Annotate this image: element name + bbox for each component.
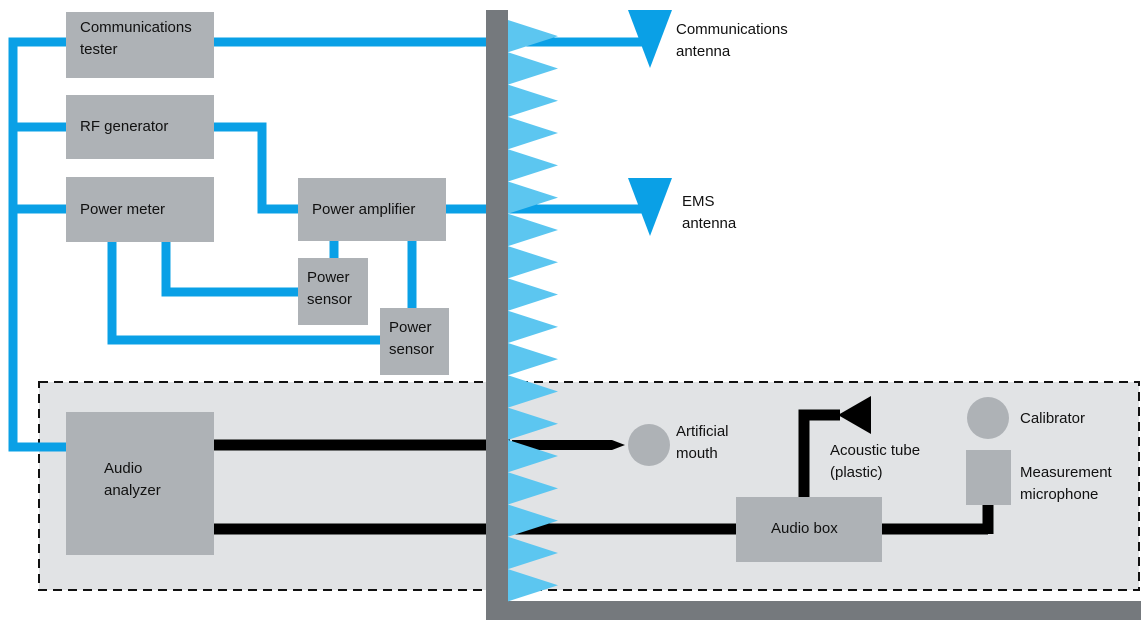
absorber-tooth xyxy=(508,20,558,53)
audio-analyzer-label: Audio analyzer xyxy=(104,460,161,499)
audio-analyzer-box xyxy=(66,412,214,555)
measurement-microphone-label: Measurement microphone xyxy=(1020,464,1112,503)
wire-wall-to-artificial-mouth xyxy=(512,440,625,450)
absorber-tooth xyxy=(508,213,558,247)
absorber-tooth xyxy=(508,504,558,537)
wire-left-bus xyxy=(8,37,66,452)
equipment-boxes xyxy=(66,12,1011,562)
acoustic-tube-horn xyxy=(838,396,871,434)
rf-generator-label: RF generator xyxy=(80,118,169,135)
calibrator-shape xyxy=(967,397,1009,439)
audio-box-label: Audio box xyxy=(771,520,838,537)
absorber-tooth xyxy=(508,310,558,343)
power-sensor-1-label: Power sensor xyxy=(307,269,353,308)
power-sensor-2-label: Power sensor xyxy=(389,319,435,358)
absorber-tooth xyxy=(508,278,558,311)
ems-antenna-label: EMS antenna xyxy=(682,193,737,232)
communications-tester-label: Communications tester xyxy=(80,19,192,58)
absorber-tooth xyxy=(508,536,558,570)
audio-cabling xyxy=(214,409,994,535)
absorber-tooth xyxy=(508,116,558,150)
artificial-mouth-shape xyxy=(628,424,670,466)
communications-antenna-label: Communications antenna xyxy=(676,21,788,60)
rf-generator-box xyxy=(66,95,214,159)
communications-antenna-icon xyxy=(628,10,672,68)
power-meter-label: Power meter xyxy=(80,201,166,218)
rf-cabling xyxy=(8,37,650,452)
audio-test-region xyxy=(38,381,1140,591)
calibrator-label: Calibrator xyxy=(1020,410,1086,427)
power-amplifier-box xyxy=(298,178,446,241)
absorber-tooth xyxy=(508,343,558,376)
audio-box-box xyxy=(736,497,882,562)
communications-tester-box xyxy=(66,12,214,78)
absorber-tooth xyxy=(508,84,558,117)
rf-absorber xyxy=(508,20,558,602)
power-amplifier-label: Power amplifier xyxy=(312,201,416,218)
absorber-tooth xyxy=(508,439,558,473)
absorber-tooth xyxy=(508,569,558,602)
measurement-microphone-shape xyxy=(966,450,1011,505)
wire-rfgen-to-amplifier xyxy=(214,122,298,214)
chamber-floor xyxy=(486,601,1141,620)
chamber-wall xyxy=(486,10,508,620)
acoustic-tube-label: Acoustic tube (plastic) xyxy=(830,442,921,481)
absorber-tooth xyxy=(508,52,558,85)
power-sensor-1-box xyxy=(298,258,368,325)
power-sensor-2-box xyxy=(380,308,449,375)
absorber-tooth xyxy=(508,407,558,440)
absorber-tooth xyxy=(508,375,558,408)
wire-meter-to-sensor2 xyxy=(107,242,380,345)
absorber-tooth xyxy=(508,181,558,214)
absorber-tooth xyxy=(508,472,558,505)
artificial-mouth-label: Artificial mouth xyxy=(676,423,729,462)
power-meter-box xyxy=(66,177,214,242)
wire-meter-to-sensor1 xyxy=(161,242,298,297)
absorber-tooth xyxy=(508,246,558,279)
absorber-tooth xyxy=(508,149,558,182)
acoustic-tube-line xyxy=(798,409,840,497)
ems-antenna-icon xyxy=(628,178,672,236)
